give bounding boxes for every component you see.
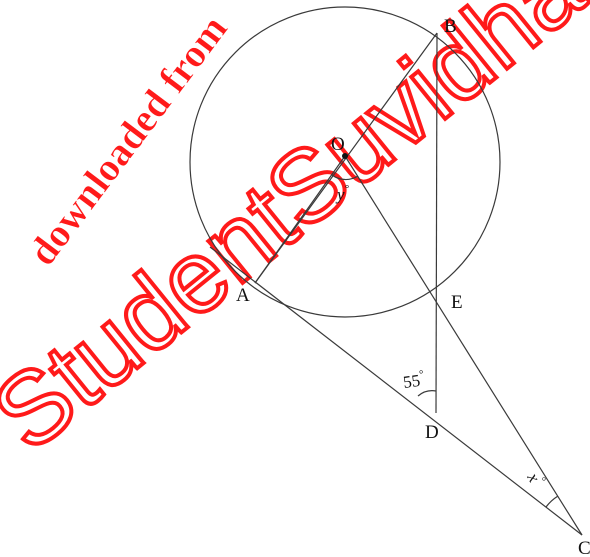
angle-arc-y bbox=[331, 174, 359, 181]
angle-label-y: y° bbox=[335, 183, 350, 204]
label-point-b: B bbox=[444, 16, 457, 37]
segment-oa bbox=[254, 155, 346, 284]
label-point-c: C bbox=[578, 538, 590, 557]
circle bbox=[189, 6, 501, 318]
angle-label-55: 55° bbox=[402, 368, 426, 392]
watermark-big-text: StudentSuvidha bbox=[0, 0, 590, 474]
tangent-line-ac bbox=[209, 246, 583, 536]
label-point-o: O bbox=[331, 134, 345, 155]
center-dot bbox=[342, 153, 348, 159]
watermark: StudentSuvidha downloaded from bbox=[0, 0, 590, 474]
label-point-a: A bbox=[236, 285, 250, 306]
label-point-e: E bbox=[451, 292, 463, 313]
segment-bd bbox=[435, 32, 438, 414]
angle-arc-55 bbox=[417, 390, 437, 397]
label-point-d: D bbox=[425, 422, 439, 443]
segment-oc bbox=[344, 155, 583, 536]
angle-arc-x bbox=[545, 495, 559, 508]
angle-label-x: x° bbox=[523, 468, 548, 490]
